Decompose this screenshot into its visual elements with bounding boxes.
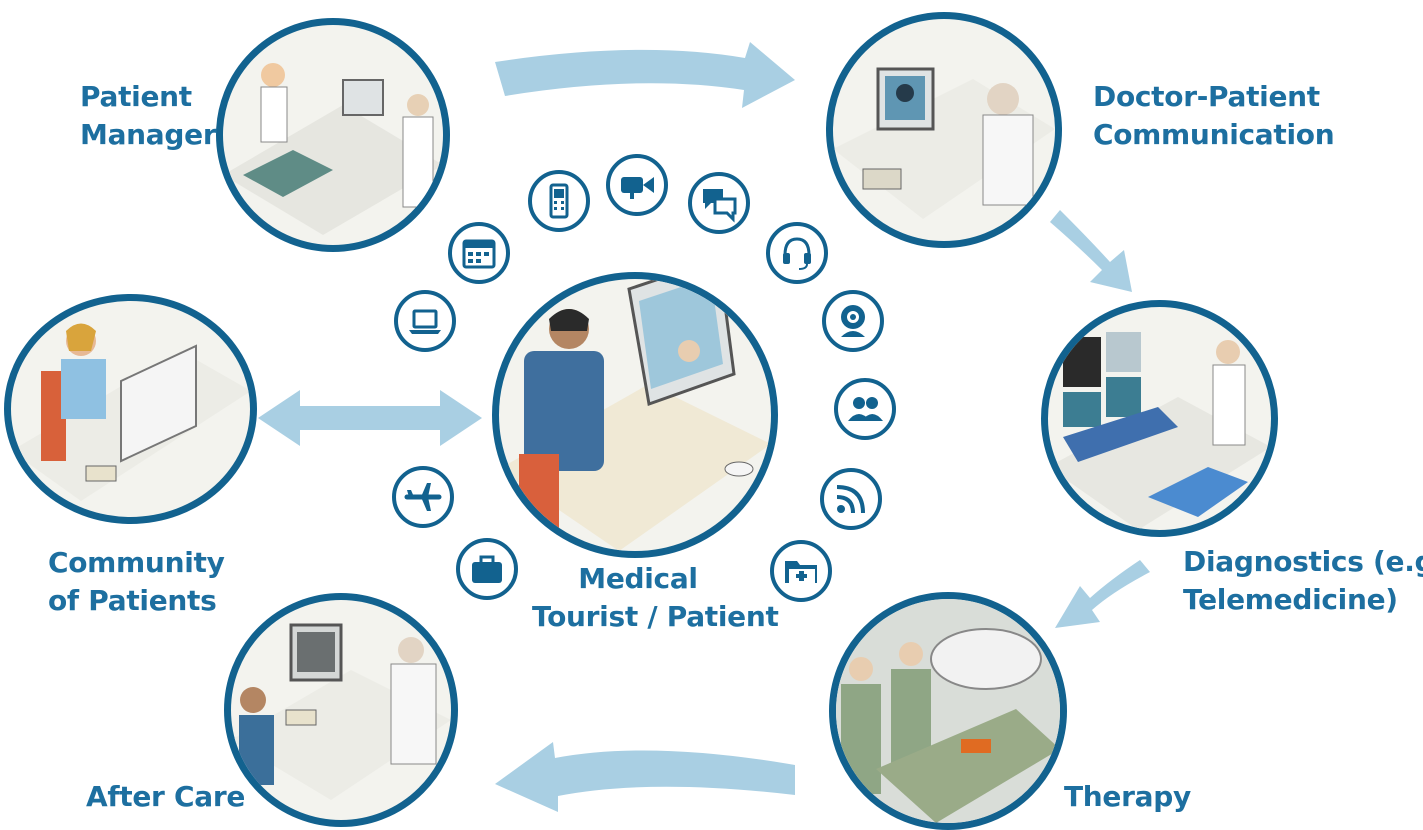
therapy-scene (829, 592, 1067, 830)
video-camera-icon (606, 154, 668, 216)
label-community-of-patients: Community of Patients (48, 546, 225, 617)
arrow-community-center (258, 390, 482, 446)
airplane-icon (392, 466, 454, 528)
suitcase-icon (456, 538, 518, 600)
calendar-icon (448, 222, 510, 284)
label-medical-tourist: Medical Tourist / Patient (532, 562, 779, 633)
after-care-scene (224, 593, 458, 827)
group-icon (834, 378, 896, 440)
diagnostics-scene (1041, 300, 1278, 537)
arrow-manager-to-doctor (495, 42, 795, 108)
arrow-diagnostics-to-therapy (1055, 560, 1150, 628)
arrow-therapy-to-aftercare (495, 742, 795, 812)
headset-icon (766, 222, 828, 284)
rss-feed-icon (820, 468, 882, 530)
label-diagnostics: Diagnostics (e.g. Telemedicine) (1183, 545, 1423, 616)
chat-bubbles-icon (688, 172, 750, 234)
label-doctor-patient-communication: Doctor-Patient Communication (1093, 80, 1335, 151)
medical-tourist-scene (492, 272, 778, 558)
medical-folder-icon (770, 540, 832, 602)
doctor-patient-scene (826, 12, 1062, 248)
mobile-phone-icon (528, 170, 590, 232)
community-scene (4, 294, 257, 524)
arrow-doctor-to-diagnostics (1050, 210, 1132, 292)
label-after-care: After Care (86, 780, 246, 813)
webcam-icon (822, 290, 884, 352)
label-therapy: Therapy (1064, 780, 1191, 813)
patient-manager-scene (216, 18, 450, 252)
label-patient-manager: Patient Manager (80, 80, 217, 151)
laptop-icon (394, 290, 456, 352)
